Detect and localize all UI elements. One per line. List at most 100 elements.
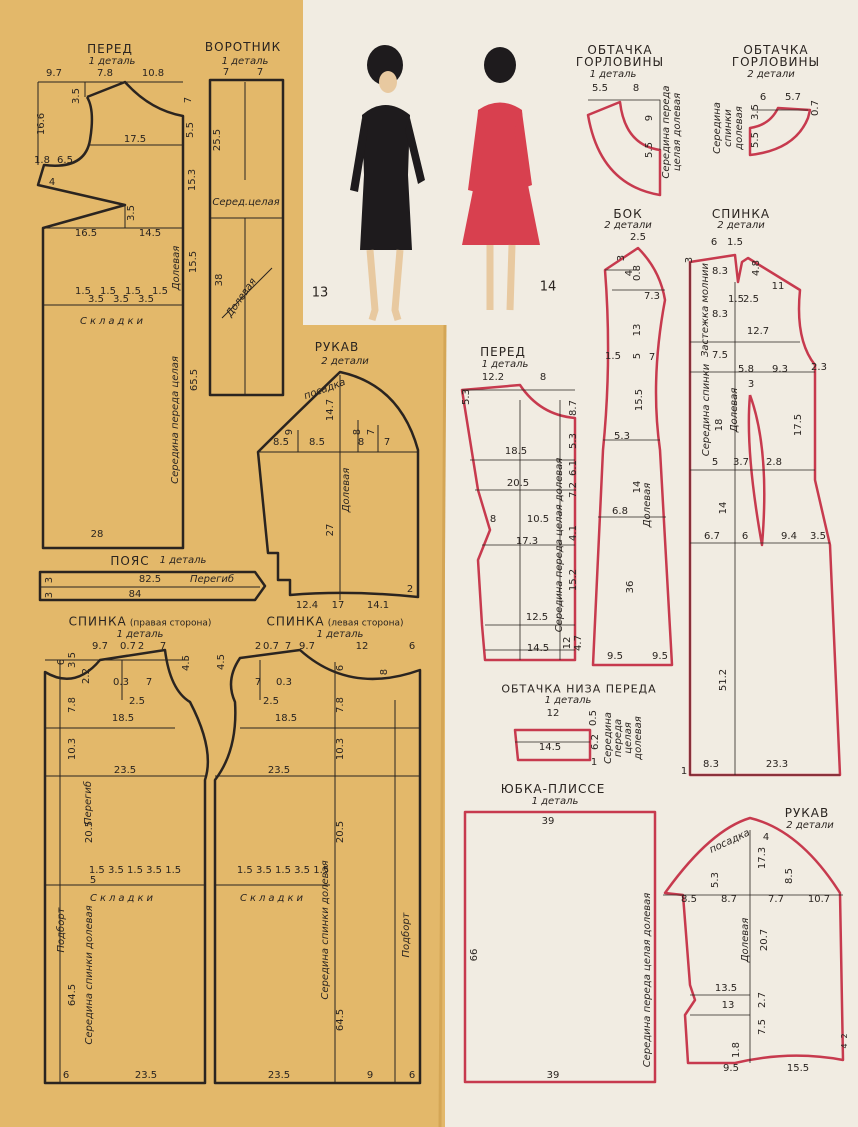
fashion-figure-14 <box>462 47 540 311</box>
dim: 64.5 <box>67 983 78 1007</box>
dim: 8 <box>379 668 390 676</box>
grain-label: Долевая <box>740 917 751 963</box>
dim: 16.6 <box>36 112 47 136</box>
spinka-left-outline <box>213 648 422 1085</box>
dim: 6 <box>335 664 346 672</box>
dim: 2 <box>406 584 414 595</box>
dim: 10.3 <box>67 737 78 761</box>
vorotnik-title: ВОРОТНИК <box>204 40 282 54</box>
dim: 3.5 <box>71 88 82 104</box>
dim: 2.3 <box>811 362 827 373</box>
rukav-title: РУКАВ <box>314 340 360 354</box>
dim: 7.8 <box>335 697 346 713</box>
dim: 23.5 <box>113 765 137 776</box>
dim: 3.5 <box>88 294 104 305</box>
dim: 8.3 <box>712 266 728 277</box>
dim: 8.5 <box>273 437 289 448</box>
center-label: Середина <box>712 102 723 154</box>
dim: 2 <box>137 641 145 652</box>
dim: 8.3 <box>703 759 719 770</box>
dim: 51.2 <box>718 668 729 692</box>
dim: 15.2 <box>568 568 579 592</box>
yubka-title: ЮБКА-ПЛИССЕ <box>500 782 606 796</box>
spinka2-title: СПИНКА <box>711 207 771 221</box>
figure-number-13: 13 <box>311 285 329 301</box>
yubka-outline <box>463 810 657 1084</box>
poyas-title: ПОЯС <box>110 554 150 568</box>
dim: 16.5 <box>74 228 98 239</box>
dim: 8.7 <box>568 400 579 416</box>
dim: 17.3 <box>757 846 768 870</box>
dim: 14.5 <box>538 742 562 753</box>
dim: 8 <box>357 437 365 448</box>
dim: 5 <box>711 457 719 468</box>
dim: 10.7 <box>807 894 831 905</box>
pered2-subtitle: 1 деталь <box>481 359 529 370</box>
obtachka2-title2: ГОРЛОВИНЫ <box>731 55 821 69</box>
dim: 4 <box>840 1043 849 1049</box>
dim: 1.5 <box>727 237 743 248</box>
dim: 23.5 <box>267 1070 291 1081</box>
dim: 36 <box>625 580 636 594</box>
dim: 7.8 <box>97 68 113 79</box>
sleeve-guides <box>258 375 418 600</box>
dim: 5 <box>89 875 97 886</box>
dim: 17.3 <box>515 536 539 547</box>
center-front-label: Середина переда целая <box>170 356 181 484</box>
dim: 9.5 <box>723 1063 739 1074</box>
dim: 14.5 <box>138 228 162 239</box>
dim: 1.8 <box>731 1042 742 1058</box>
spinka-right-title: СПИНКА (правая сторона) <box>69 616 212 629</box>
dim: 7.5 <box>757 1019 768 1035</box>
dim: 66 <box>469 948 480 962</box>
dim: 23.3 <box>765 759 789 770</box>
dim: 12.4 <box>295 600 319 611</box>
obtachka1-subtitle: 1 деталь <box>589 69 637 80</box>
figure-number-14: 14 <box>539 279 557 295</box>
bok-title: БОК <box>613 207 643 221</box>
dim: 6 <box>741 531 749 542</box>
dim: 15.5 <box>786 1063 810 1074</box>
spinka2-subtitle: 2 детали <box>717 220 765 231</box>
dim: 82.5 <box>138 574 162 585</box>
dim: 7 <box>648 352 656 363</box>
dim: 3.5 <box>126 205 137 221</box>
dim: 7 <box>256 67 264 78</box>
spinka-right-subtitle: 1 деталь <box>116 629 164 640</box>
vorotnik-guides <box>210 82 283 395</box>
title-text: СПИНКА <box>266 614 325 629</box>
dim: 3.5 <box>67 652 78 668</box>
dim: 7.8 <box>67 697 78 713</box>
dim: 3 <box>747 379 755 390</box>
dim: 1 <box>680 766 688 777</box>
dim: 8.5 <box>681 894 697 905</box>
dim: 4.8 <box>751 260 762 276</box>
poyas-outline <box>38 570 267 602</box>
dim: 5.7 <box>785 92 801 103</box>
dim: 0.7 <box>263 641 279 652</box>
fold-label: Перегиб <box>189 574 235 585</box>
obtachka-niza-subtitle: 1 деталь <box>544 695 592 706</box>
dim: 11 <box>771 281 785 292</box>
center-label: Серед.целая <box>212 197 280 208</box>
dim: 23.5 <box>134 1070 158 1081</box>
dim: 0.3 <box>113 677 129 688</box>
grain-label: Долевая <box>642 482 653 528</box>
dim: 9.5 <box>607 651 623 662</box>
dim: 1.5 3.5 1.5 3.5 1.5 <box>88 865 182 876</box>
dim: 0.7 <box>810 100 821 116</box>
dim: 2.5 <box>263 696 279 707</box>
dim: 14.1 <box>366 600 390 611</box>
dim: 18.5 <box>111 713 135 724</box>
fashion-figure-13 <box>350 45 425 322</box>
dim: 4.1 <box>568 525 579 541</box>
dim: 7 <box>366 428 377 436</box>
dim: 1.5 <box>728 294 744 305</box>
sleeve-outline <box>256 370 420 599</box>
rukav-subtitle: 2 детали <box>321 356 369 367</box>
dim: 9 <box>366 1070 374 1081</box>
obtachka2-outline <box>748 106 812 157</box>
dim: 27 <box>325 523 336 537</box>
dim: 39 <box>546 1070 560 1081</box>
dim: 14.5 <box>526 643 550 654</box>
